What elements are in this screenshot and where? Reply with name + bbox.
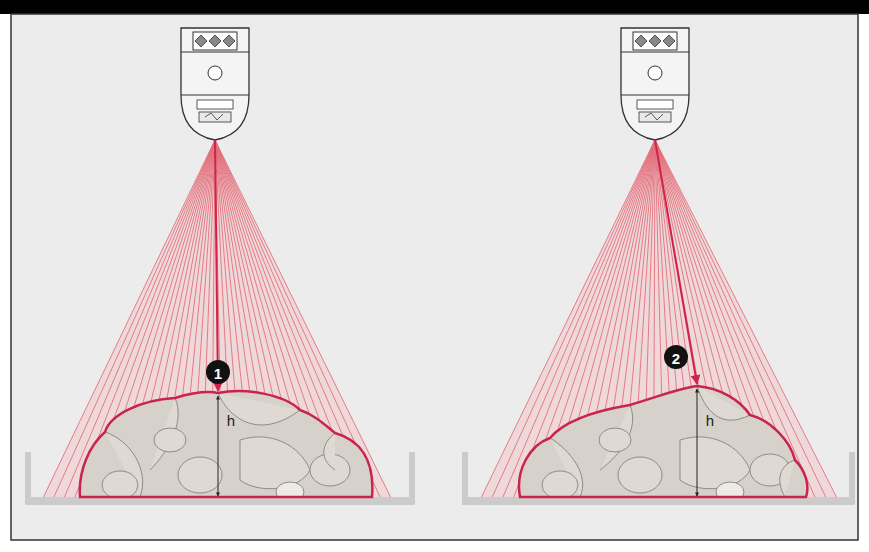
laser-scanner (181, 28, 249, 140)
laser-fan (480, 140, 838, 500)
dimension-label: h (706, 413, 714, 428)
callout-circle (664, 345, 688, 369)
callout-circle (206, 360, 230, 384)
fan-area (42, 140, 392, 500)
rock-pile (80, 386, 808, 502)
callout-number: 1 (214, 366, 222, 381)
callout-number: 2 (672, 351, 680, 366)
measurement-beam (655, 140, 697, 384)
panel (11, 14, 858, 540)
height-dimension (218, 396, 219, 496)
dimension-label: h (227, 413, 235, 428)
laser-scanner (621, 28, 689, 140)
top-bar (0, 0, 869, 14)
height-dimension (697, 389, 698, 496)
measurement-beam (215, 140, 218, 391)
laser-fan (42, 140, 392, 500)
fan-area (480, 140, 838, 500)
